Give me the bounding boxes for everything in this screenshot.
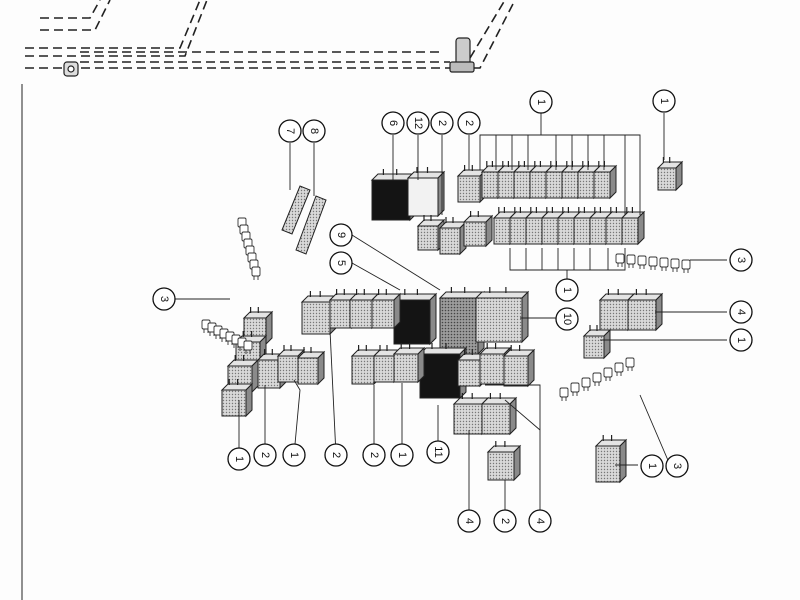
- mini-fuse: [648, 256, 658, 270]
- relay-12-white: [406, 167, 446, 218]
- callout-c27: 4: [528, 509, 552, 533]
- callout-number: 1: [535, 99, 547, 105]
- callout-number: 1: [396, 452, 408, 458]
- callout-number: 10: [561, 313, 573, 325]
- callout-c10: 5: [329, 251, 353, 275]
- relay-top-row: [592, 161, 618, 200]
- callout-c3: 3: [729, 248, 753, 272]
- callout-number: 2: [499, 518, 511, 524]
- callout-number: 4: [735, 309, 747, 315]
- mini-fuse: [251, 266, 261, 280]
- callout-c1: 1: [529, 90, 553, 114]
- callout-number: 5: [335, 260, 347, 266]
- callout-c14: 2: [457, 111, 481, 135]
- fuse-strip-8: [295, 195, 327, 255]
- callout-c21: 2: [324, 443, 348, 467]
- callout-number: 1: [233, 456, 245, 462]
- callout-c11: 6: [381, 111, 405, 135]
- callout-number: 3: [158, 296, 170, 302]
- relay-10: [474, 287, 530, 344]
- relay-1-lower: [392, 343, 426, 384]
- callout-number: 2: [259, 452, 271, 458]
- callout-number: 2: [436, 120, 448, 126]
- callout-c19: 2: [253, 443, 277, 467]
- relay-1-lower-right: [594, 435, 628, 484]
- callout-number: 8: [308, 128, 320, 134]
- mini-fuses: [201, 217, 691, 401]
- callout-c15: 7: [278, 119, 302, 143]
- callout-c5: 1: [729, 328, 753, 352]
- mini-fuse: [615, 253, 625, 267]
- callout-number: 2: [463, 120, 475, 126]
- callout-number: 1: [288, 452, 300, 458]
- mini-fuse: [659, 257, 669, 271]
- callout-c23: 1: [390, 443, 414, 467]
- box-housing-outline: [25, 0, 516, 69]
- mini-fuse: [670, 258, 680, 272]
- callout-c18: 1: [640, 454, 664, 478]
- callout-c24: 11: [426, 440, 450, 464]
- callout-number: 4: [463, 518, 475, 524]
- callout-c12: 12: [406, 111, 430, 135]
- callout-number: 1: [735, 337, 747, 343]
- callout-number: 12: [412, 117, 424, 129]
- housing-clip-right: [449, 37, 475, 73]
- callout-c16: 8: [302, 119, 326, 143]
- callout-c25: 4: [457, 509, 481, 533]
- callout-c9: 9: [329, 223, 353, 247]
- relay-1-right: [582, 325, 612, 360]
- callout-number: 11: [432, 446, 444, 457]
- callout-c8: 3: [152, 287, 176, 311]
- callout-number: 2: [330, 452, 342, 458]
- mini-fuse: [243, 340, 253, 354]
- relay-second-row: [620, 207, 646, 246]
- relay-4-cluster: [502, 345, 536, 388]
- callout-c2: 1: [652, 89, 676, 113]
- mini-fuse: [603, 367, 613, 381]
- callout-number: 7: [284, 128, 296, 134]
- leader-lines: [174, 113, 727, 520]
- callout-c22: 2: [362, 443, 386, 467]
- mini-fuse: [614, 362, 624, 376]
- callout-left-1: 1: [227, 447, 251, 471]
- callout-number: 4: [534, 518, 546, 524]
- callout-number: 9: [335, 232, 347, 238]
- callout-number: 6: [387, 120, 399, 126]
- callout-c13: 2: [430, 111, 454, 135]
- mini-fuse: [559, 387, 569, 401]
- housing-clip-left: [63, 61, 79, 77]
- callout-number: 2: [368, 452, 380, 458]
- relay-2: [462, 211, 494, 248]
- mini-fuse: [681, 259, 691, 273]
- mini-fuse: [570, 382, 580, 396]
- callout-c26: 2: [493, 509, 517, 533]
- mini-fuse: [592, 372, 602, 386]
- relay-left-cluster: [220, 379, 254, 418]
- callout-number: 1: [646, 463, 658, 469]
- callout-number: 1: [561, 287, 573, 293]
- relay-2-bottom: [486, 441, 522, 482]
- fuse-strip-7: [281, 185, 311, 235]
- mini-fuse: [637, 255, 647, 269]
- callout-c7: 1: [555, 278, 579, 302]
- relay-1-left: [296, 347, 326, 386]
- callout-c6: 10: [555, 307, 579, 331]
- callout-number: 1: [658, 98, 670, 104]
- callout-c17: 3: [665, 454, 689, 478]
- relay-4-bottom: [480, 393, 518, 436]
- mini-fuse: [626, 254, 636, 268]
- relay-4-right: [626, 289, 664, 332]
- callout-number: 3: [671, 463, 683, 469]
- relay-row: [370, 289, 402, 330]
- relay-components: [220, 157, 684, 484]
- mini-fuse: [625, 357, 635, 371]
- callout-number: 3: [735, 257, 747, 263]
- callout-c4: 4: [729, 300, 753, 324]
- mini-fuse: [581, 377, 591, 391]
- callout-c20: 1: [282, 443, 306, 467]
- relay-single-top: [656, 157, 684, 192]
